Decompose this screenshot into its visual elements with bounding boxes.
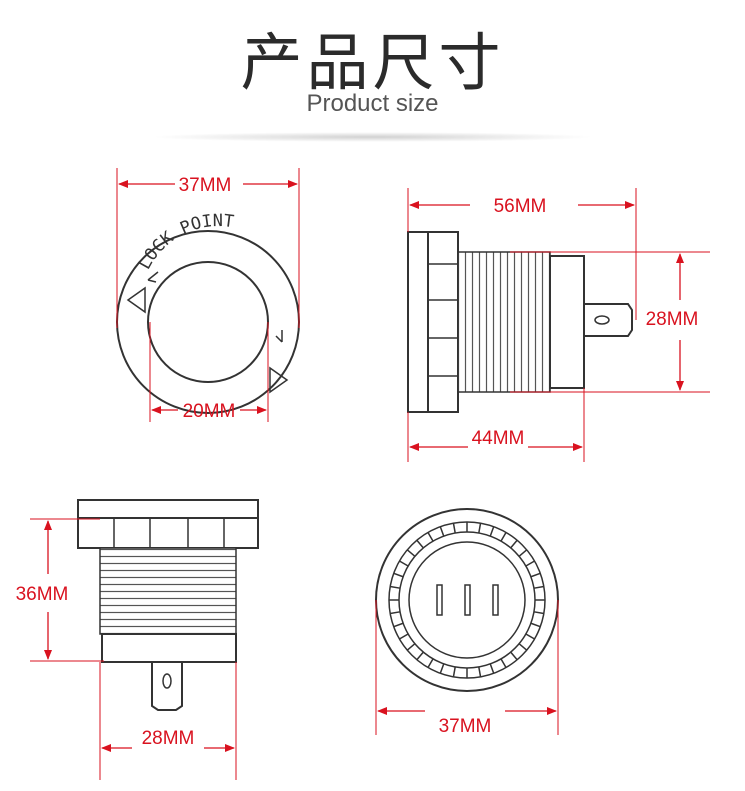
side-nut: [427, 231, 459, 413]
serration-tooth: [518, 643, 528, 651]
serration-tooth: [518, 549, 528, 557]
serration-tooth: [390, 585, 401, 589]
front-inner-diameter-label: 20MM: [183, 401, 236, 422]
serration-tooth: [452, 666, 456, 677]
serration-tooth: [406, 549, 416, 557]
serration-tooth: [439, 526, 445, 537]
side-view-top: 56MM 28MM 44MM: [407, 188, 710, 462]
bottom-rear-cap: [101, 633, 237, 663]
bottom-flange: [77, 499, 259, 519]
rotate-arrow-right-icon: [275, 330, 283, 343]
side-thread-length-label: 44MM: [472, 428, 525, 449]
serration-tooth: [399, 560, 409, 567]
serration-tooth: [427, 658, 434, 668]
side-thread-diameter-label: 28MM: [646, 309, 699, 330]
bottom-width-label: 28MM: [142, 728, 195, 749]
serration-tooth: [510, 651, 518, 661]
bottom-terminal-hole: [162, 673, 172, 689]
rotate-arrow-left-icon: [147, 271, 159, 283]
front-view: LOCK POINT 37MM 20MM: [116, 168, 300, 422]
serration-tooth: [393, 572, 404, 578]
serration-tooth: [530, 622, 541, 628]
serration-tooth: [399, 633, 409, 640]
serration-tooth: [510, 539, 518, 549]
serration-tooth: [500, 532, 507, 542]
side-flange: [407, 231, 429, 413]
side-rear-cap: [549, 255, 585, 389]
serration-tooth: [478, 523, 482, 534]
rear-pin-1: [436, 584, 443, 616]
serration-tooth: [393, 622, 404, 628]
side-thread: [457, 251, 551, 393]
serration-tooth: [406, 643, 416, 651]
serration-tooth: [530, 572, 541, 578]
rear-serrations: [389, 522, 545, 678]
serration-tooth: [533, 611, 544, 615]
serration-tooth: [439, 663, 445, 674]
side-total-length-label: 56MM: [494, 196, 547, 217]
serration-tooth: [478, 666, 482, 677]
triangle-marker-left-icon: [126, 286, 146, 314]
serration-tooth: [416, 539, 424, 549]
bottom-height-label: 36MM: [16, 584, 69, 605]
serration-tooth: [452, 523, 456, 534]
serration-tooth: [533, 585, 544, 589]
serration-tooth: [416, 651, 424, 661]
serration-tooth: [427, 532, 434, 542]
serration-tooth: [489, 663, 495, 674]
side-view-bottom: 36MM 28MM: [16, 499, 259, 780]
title-divider-shadow: [150, 132, 595, 142]
serration-tooth: [500, 658, 507, 668]
serration-tooth: [390, 611, 401, 615]
rear-diameter-label: 37MM: [439, 716, 492, 737]
serration-tooth: [489, 526, 495, 537]
bottom-thread: [99, 547, 237, 635]
side-terminal-hole: [594, 315, 610, 325]
rear-pin-3: [492, 584, 499, 616]
rear-pin-2: [464, 584, 471, 616]
front-outer-diameter-label: 37MM: [179, 175, 232, 196]
rear-view: 37MM: [375, 508, 559, 737]
triangle-marker-right-icon: [269, 366, 289, 394]
page-subtitle: Product size: [306, 90, 439, 117]
front-inner-hole: [147, 261, 269, 383]
serration-tooth: [525, 560, 535, 567]
page-title: 产品尺寸: [240, 26, 505, 99]
serration-tooth: [525, 633, 535, 640]
bottom-nut: [77, 517, 259, 549]
